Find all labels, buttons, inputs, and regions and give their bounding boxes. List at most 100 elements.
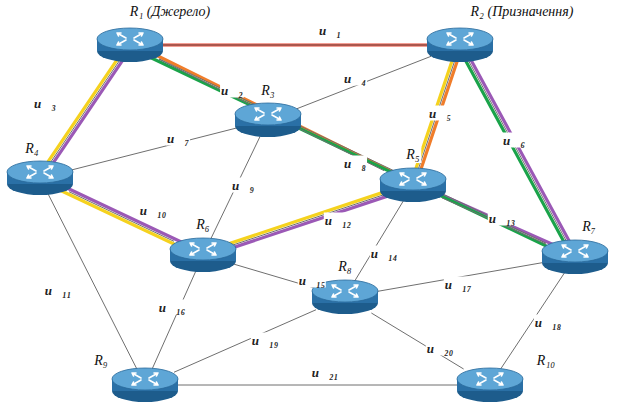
router-icon [455, 365, 525, 405]
router-arrow [272, 108, 281, 113]
link-label: u⃗₄ [343, 71, 367, 86]
link-label: u⃗₇ [166, 131, 190, 146]
router-top [170, 238, 236, 260]
router-arrow [477, 380, 486, 385]
router-label: R₆ [194, 217, 211, 233]
router-top [235, 103, 301, 125]
link-line [297, 56, 431, 108]
router-arrow [190, 250, 199, 255]
router-arrow [44, 166, 53, 171]
router-arrow [562, 252, 571, 257]
router-icon [5, 158, 75, 198]
link-line [159, 59, 384, 170]
router-node: R₉ [110, 365, 180, 405]
router-node: R₁₀ [455, 365, 525, 405]
route-highlight [129, 47, 574, 259]
link-line [469, 61, 567, 241]
router-arrow [477, 373, 486, 378]
router-node: R₃ [233, 100, 303, 140]
router-arrow [272, 115, 281, 120]
router-icon [425, 25, 495, 65]
link-line [374, 262, 546, 292]
link-label: u⃗₁₄ [370, 246, 398, 261]
router-label: R₇ [580, 219, 597, 235]
link-label: u⃗₁₃ [488, 211, 516, 226]
link-line [69, 192, 174, 242]
connector-group [48, 45, 566, 385]
router-arrow [494, 373, 503, 378]
link-line [159, 45, 431, 46]
router-label: R₉ [92, 353, 109, 369]
router-arrow [207, 250, 216, 255]
link-line [211, 136, 261, 239]
router-arrow [447, 40, 456, 45]
router-icon [110, 365, 180, 405]
router-arrow [417, 173, 426, 178]
router-icon [168, 235, 238, 275]
router-label: R₁₀ [535, 353, 557, 369]
router-arrow [400, 173, 409, 178]
router-node: R₄ [5, 158, 75, 198]
link-label: u⃗₉ [231, 178, 255, 193]
router-icon [540, 237, 610, 277]
link-label: u⃗₃ [33, 96, 57, 111]
router-arrow [562, 245, 571, 250]
link-label: u⃗₁₂ [324, 213, 352, 228]
link-label: u⃗₁₆ [158, 300, 186, 315]
link-label: u⃗₁₇ [444, 277, 472, 292]
router-label: R₃ [259, 83, 276, 99]
router-arrow [149, 373, 158, 378]
router-arrow [447, 33, 456, 38]
router-node: R₅ [378, 165, 448, 205]
router-top [7, 161, 73, 183]
router-arrow [149, 380, 158, 385]
router-top [542, 240, 608, 262]
route-highlight [130, 43, 460, 46]
router-icon [378, 165, 448, 205]
link-label: u⃗₁₉ [251, 333, 279, 348]
link-line [355, 201, 404, 281]
router-top [380, 168, 446, 190]
router-arrow [349, 292, 358, 297]
link-label: u⃗₁₁ [44, 283, 72, 298]
router-label: R₄ [23, 141, 40, 157]
router-arrow [132, 380, 141, 385]
router-arrow [117, 33, 126, 38]
router-arrow [464, 40, 473, 45]
router-arrow [190, 243, 199, 248]
link-label: u⃗₁₀ [139, 203, 167, 218]
router-arrow [464, 33, 473, 38]
router-label: R₅ [404, 147, 421, 163]
router-arrow [417, 180, 426, 185]
router-icon [233, 100, 303, 140]
router-arrow [44, 173, 53, 178]
router-arrow [579, 252, 588, 257]
router-icon [95, 25, 165, 65]
router-arrow [494, 380, 503, 385]
route-highlight [411, 44, 458, 184]
router-top [427, 28, 493, 50]
link-label: u⃗₈ [343, 156, 367, 171]
router-arrow [207, 243, 216, 248]
router-arrow [255, 108, 264, 113]
router-label: R₁ (Джерело) [128, 4, 212, 20]
link-line [159, 59, 546, 243]
router-label: R₂ (Призначення) [469, 4, 576, 20]
router-arrow [117, 40, 126, 45]
router-label: R₈ [336, 259, 353, 275]
link-label: u⃗₅ [428, 106, 452, 121]
router-arrow [332, 292, 341, 297]
router-arrow [132, 373, 141, 378]
router-arrow [134, 40, 143, 45]
link-line [418, 61, 454, 169]
link-line [152, 271, 196, 369]
link-line [232, 195, 384, 246]
router-top [112, 368, 178, 390]
route-highlight [462, 44, 577, 256]
link-line [174, 310, 316, 372]
route-highlight [415, 46, 462, 186]
router-arrow [400, 180, 409, 185]
router-arrow [27, 166, 36, 171]
router-arrow [255, 115, 264, 120]
